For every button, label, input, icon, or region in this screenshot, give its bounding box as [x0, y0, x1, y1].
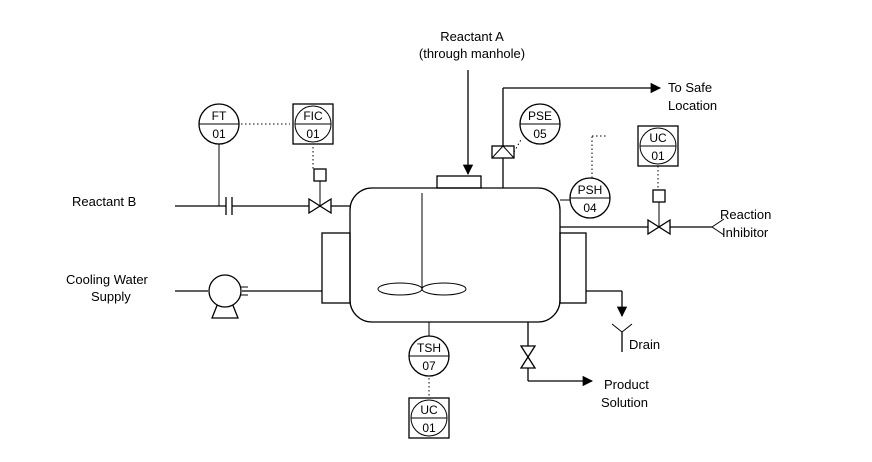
uc01-top-tag: UC — [649, 131, 667, 145]
fic01-instrument: FIC 01 — [292, 103, 334, 169]
uc01-bottom-tag: UC — [420, 403, 438, 417]
orifice-plate — [225, 197, 233, 215]
relief-line — [502, 82, 662, 188]
pse05-tag: PSE — [528, 109, 552, 123]
uc01-top-instrument: UC 01 — [637, 125, 679, 190]
ft01-instrument: FT 01 — [198, 103, 240, 206]
inhibitor-control-valve — [647, 189, 671, 236]
reaction-inhibitor-sublabel: Inhibitor — [722, 225, 769, 240]
ft01-tag: FT — [212, 109, 227, 123]
cooling-water-pump — [208, 274, 248, 319]
reaction-inhibitor-label: Reaction — [720, 207, 771, 222]
reactant-b-label: Reactant B — [72, 194, 136, 209]
to-safe-label: To Safe — [668, 80, 712, 95]
product-label: Product — [604, 377, 649, 392]
drain-label: Drain — [629, 337, 660, 352]
manhole — [436, 175, 482, 189]
uc01-top-number: 01 — [651, 149, 665, 163]
ft01-number: 01 — [212, 127, 226, 141]
uc01-bottom-instrument: UC 01 — [408, 397, 450, 439]
rupture-disc — [491, 145, 515, 159]
cooling-jacket-left — [321, 232, 351, 304]
to-safe-sublabel: Location — [668, 98, 717, 113]
reactant-a-sublabel: (through manhole) — [419, 46, 525, 61]
psh04-tag: PSH — [578, 183, 603, 197]
reactor-vessel — [349, 187, 561, 323]
fic01-number: 01 — [306, 127, 320, 141]
reactant-b-control-valve — [308, 168, 332, 215]
psh04-instrument: PSH 04 — [560, 135, 611, 219]
uc01-bottom-number: 01 — [422, 421, 436, 435]
drain-line — [586, 290, 633, 352]
product-sublabel: Solution — [601, 395, 648, 410]
tsh07-number: 07 — [422, 359, 436, 373]
cooling-jacket-right — [559, 232, 587, 304]
psh04-number: 04 — [583, 201, 597, 215]
cooling-water-sublabel: Supply — [91, 289, 131, 304]
tsh07-instrument: TSH 07 — [408, 322, 450, 398]
reactant-a-label: Reactant A — [440, 29, 504, 44]
pse05-number: 05 — [533, 127, 547, 141]
fic01-tag: FIC — [303, 109, 323, 123]
pse05-instrument: PSE 05 — [513, 103, 561, 153]
cooling-water-label: Cooling Water — [66, 272, 149, 287]
inhibitor-line — [560, 218, 725, 236]
product-line — [519, 322, 594, 387]
tsh07-tag: TSH — [417, 341, 441, 355]
agitator — [377, 193, 467, 296]
